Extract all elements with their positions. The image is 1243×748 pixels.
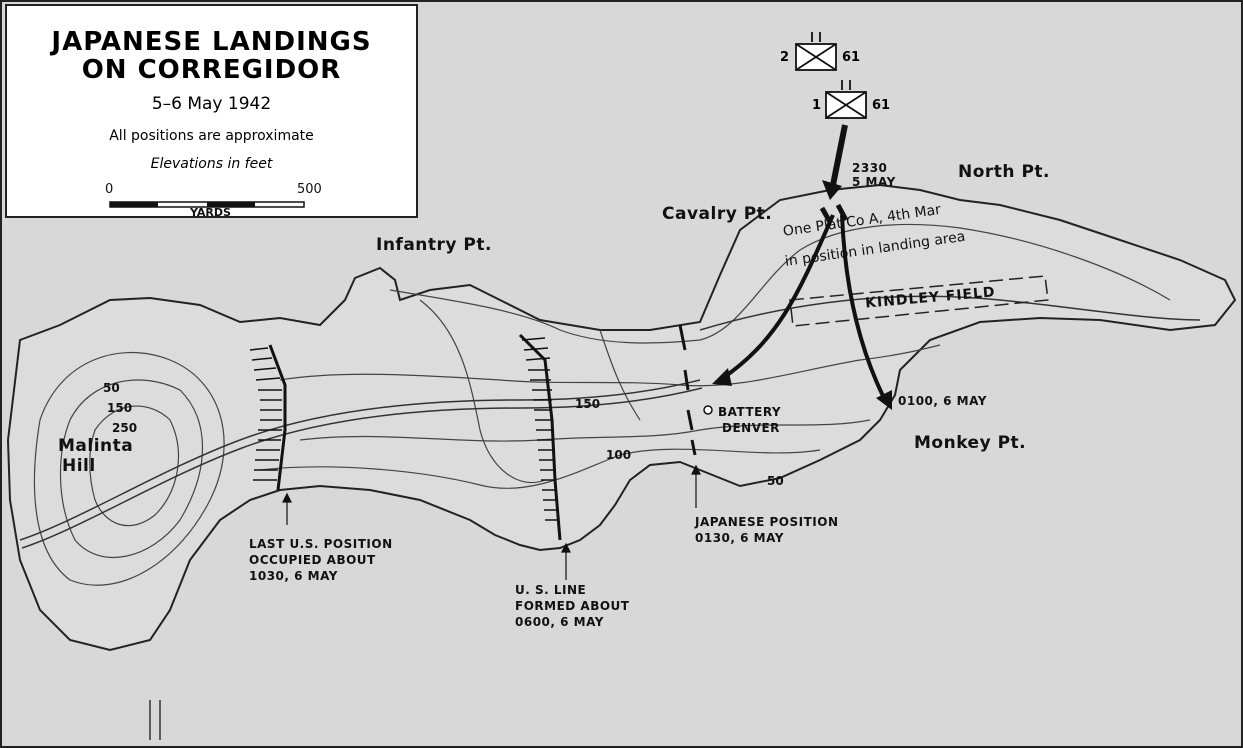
landing-time-1: 2330 [852,161,888,175]
japanese-position-line [678,324,697,456]
last-us-position-line [268,344,287,491]
map-dates: 5–6 May 1942 [151,94,272,114]
elevation-150-east: 150 [575,397,601,411]
battery-denver-label-2: DENVER [722,421,780,435]
monkey-pt-label: Monkey Pt. [914,433,1027,453]
last-position-label-1: LAST U.S. POSITION [249,537,393,551]
elevation-note: Elevations in feet [150,156,273,172]
island-coastline [6,183,1237,652]
battery-denver-marker [703,405,713,415]
last-position-label-3: 1030, 6 MAY [249,569,338,583]
landing-time-2: 5 MAY [852,175,896,189]
unit-2-regiment: 61 [842,50,861,65]
elevation-100: 100 [606,448,632,462]
infantry-pt-label: Infantry Pt. [376,235,492,255]
elevation-50-east: 50 [767,474,784,488]
malinta-hill-label-2: Hill [62,456,96,476]
attack-arrows [712,124,892,410]
scale-bar [109,201,305,208]
japanese-position-label-2: 0130, 6 MAY [695,531,784,545]
defensive-hatching [249,337,559,521]
us-line-label-3: 0600, 6 MAY [515,615,604,629]
unit-1-regiment: 61 [872,98,891,113]
malinta-hill-label-1: Malinta [58,436,134,456]
unit-1-number: 1 [812,98,822,113]
elevation-150-west: 150 [107,401,133,415]
scale-start: 0 [105,182,114,197]
unit-symbols [795,32,867,119]
last-position-label-2: OCCUPIED ABOUT [249,553,376,567]
scale-end: 500 [297,182,322,197]
kindley-field-runway [789,275,1049,327]
map-legend: JAPANESE LANDINGS ON CORREGIDOR 5–6 May … [5,4,418,219]
unit-2-number: 2 [780,50,790,65]
elevation-250: 250 [112,421,138,435]
battery-denver-label-1: BATTERY [718,405,782,419]
north-pt-label: North Pt. [958,162,1050,182]
us-line-label-1: U. S. LINE [515,583,587,597]
elevation-50-west: 50 [103,381,120,395]
map-title: JAPANESE LANDINGS ON CORREGIDOR [7,28,416,84]
monkey-time-label: 0100, 6 MAY [898,394,987,408]
label-pointers [282,464,701,580]
cavalry-pt-label: Cavalry Pt. [662,204,773,224]
approx-note: All positions are approximate [109,128,314,144]
scale-unit: YARDS [190,206,231,219]
map-title-line2: ON CORREGIDOR [81,55,342,85]
map-title-line1: JAPANESE LANDINGS [51,27,372,57]
japanese-position-label-1: JAPANESE POSITION [695,515,839,529]
us-line-label-2: FORMED ABOUT [515,599,630,613]
